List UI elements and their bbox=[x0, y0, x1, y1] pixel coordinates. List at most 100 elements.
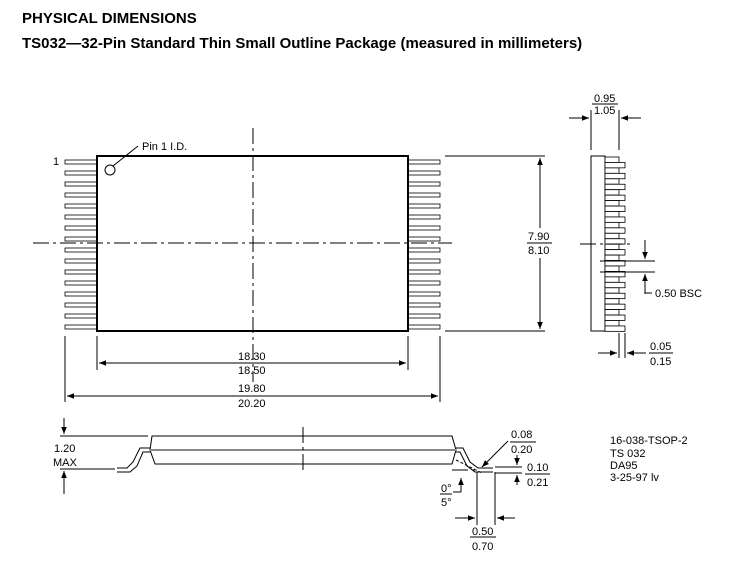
note-line: 16-038-TSOP-2 bbox=[610, 435, 688, 447]
foot-length-min: 0.50 bbox=[472, 526, 493, 538]
pin bbox=[407, 258, 441, 264]
end-pin bbox=[604, 243, 620, 250]
angle-min: 0° bbox=[441, 483, 452, 495]
pin bbox=[407, 247, 441, 253]
end-pin bbox=[604, 309, 620, 316]
pin bbox=[64, 225, 98, 231]
lead-width-min: 0.05 bbox=[650, 341, 671, 353]
note-line: DA95 bbox=[610, 460, 638, 472]
pin bbox=[407, 170, 441, 176]
pin bbox=[64, 269, 98, 275]
right-lead bbox=[456, 447, 493, 473]
right-pins bbox=[407, 159, 441, 330]
pin bbox=[407, 203, 441, 209]
pin bbox=[64, 291, 98, 297]
end-pin bbox=[604, 276, 620, 283]
end-pin bbox=[604, 249, 626, 256]
end-pin bbox=[604, 221, 620, 229]
lead-thickness-min: 0.10 bbox=[527, 462, 548, 474]
end-pin bbox=[604, 281, 626, 289]
pin1-id-label: Pin 1 I.D. bbox=[142, 141, 187, 153]
end-view: 0.95 1.05 0.50 BSC 0.05 0.15 bbox=[569, 93, 702, 368]
pin bbox=[407, 192, 441, 198]
height-value: 1.20 bbox=[54, 443, 75, 455]
pin bbox=[64, 203, 98, 209]
body-length-min: 18.30 bbox=[238, 351, 266, 363]
pin bbox=[64, 159, 98, 165]
pin bbox=[407, 291, 441, 297]
package-title: TS032—32-Pin Standard Thin Small Outline… bbox=[22, 35, 583, 52]
pin bbox=[407, 225, 441, 231]
pin bbox=[407, 269, 441, 275]
end-pin bbox=[604, 189, 620, 196]
end-pin bbox=[604, 183, 626, 191]
width-max: 8.10 bbox=[528, 245, 549, 257]
end-pin bbox=[604, 303, 626, 310]
total-length-max: 20.20 bbox=[238, 398, 266, 410]
pin bbox=[64, 302, 98, 308]
pin bbox=[407, 181, 441, 187]
pin bbox=[64, 247, 98, 253]
end-pin bbox=[604, 314, 626, 321]
end-pin bbox=[604, 178, 620, 185]
pitch-label: 0.50 BSC bbox=[655, 288, 702, 300]
end-pin bbox=[604, 227, 626, 234]
end-pin bbox=[604, 194, 626, 201]
width-min: 7.90 bbox=[528, 231, 549, 243]
total-length-min: 19.80 bbox=[238, 383, 266, 395]
end-pin bbox=[604, 216, 626, 223]
height-note: MAX bbox=[53, 457, 78, 469]
pin bbox=[64, 192, 98, 198]
end-pin bbox=[604, 320, 620, 327]
standoff-max: 0.20 bbox=[511, 444, 532, 456]
end-pin bbox=[604, 172, 626, 180]
end-pin bbox=[604, 167, 620, 174]
end-pin bbox=[604, 254, 620, 261]
pin bbox=[64, 181, 98, 187]
pin bbox=[407, 159, 441, 165]
pin bbox=[407, 324, 441, 330]
pin1-marker bbox=[104, 164, 116, 176]
pin bbox=[64, 324, 98, 330]
pin1-number: 1 bbox=[53, 156, 59, 168]
section-heading: PHYSICAL DIMENSIONS bbox=[22, 10, 197, 27]
thickness-max: 1.05 bbox=[594, 105, 615, 117]
end-pin bbox=[604, 238, 626, 245]
pin bbox=[64, 236, 98, 242]
end-pin bbox=[604, 205, 626, 212]
top-view: Pin 1 I.D. 1 7.90 8.10 18.30 18.50 19.80… bbox=[33, 128, 552, 410]
left-pins bbox=[64, 159, 98, 330]
pin bbox=[407, 302, 441, 308]
end-pin bbox=[604, 325, 626, 332]
end-pin bbox=[604, 265, 620, 272]
end-pin bbox=[604, 298, 620, 305]
end-pin bbox=[604, 162, 626, 169]
lead-thickness-max: 0.21 bbox=[527, 477, 548, 489]
end-pin bbox=[604, 292, 626, 300]
thickness-min: 0.95 bbox=[594, 93, 615, 105]
pin bbox=[64, 313, 98, 319]
pin bbox=[407, 280, 441, 286]
pin bbox=[64, 170, 98, 176]
note-line: 3-25-97 lv bbox=[610, 472, 659, 484]
end-pin bbox=[604, 200, 620, 207]
body-length-max: 18.50 bbox=[238, 365, 266, 377]
pin bbox=[407, 214, 441, 220]
foot-length-max: 0.70 bbox=[472, 541, 493, 553]
angle-max: 5° bbox=[441, 497, 452, 509]
lead-width-max: 0.15 bbox=[650, 356, 671, 368]
pin bbox=[64, 280, 98, 286]
left-lead bbox=[117, 447, 150, 473]
end-pin bbox=[604, 232, 620, 240]
standoff-min: 0.08 bbox=[511, 429, 532, 441]
pin bbox=[407, 313, 441, 319]
note-line: TS 032 bbox=[610, 448, 645, 460]
pin bbox=[407, 236, 441, 242]
end-pin bbox=[604, 211, 620, 218]
pin bbox=[64, 214, 98, 220]
pin bbox=[64, 258, 98, 264]
end-pin bbox=[604, 156, 620, 163]
side-view: 1.20 MAX 0.08 0.20 0.10 0.21 0° 5° 0.50 … bbox=[53, 418, 550, 553]
end-pin bbox=[604, 287, 620, 294]
